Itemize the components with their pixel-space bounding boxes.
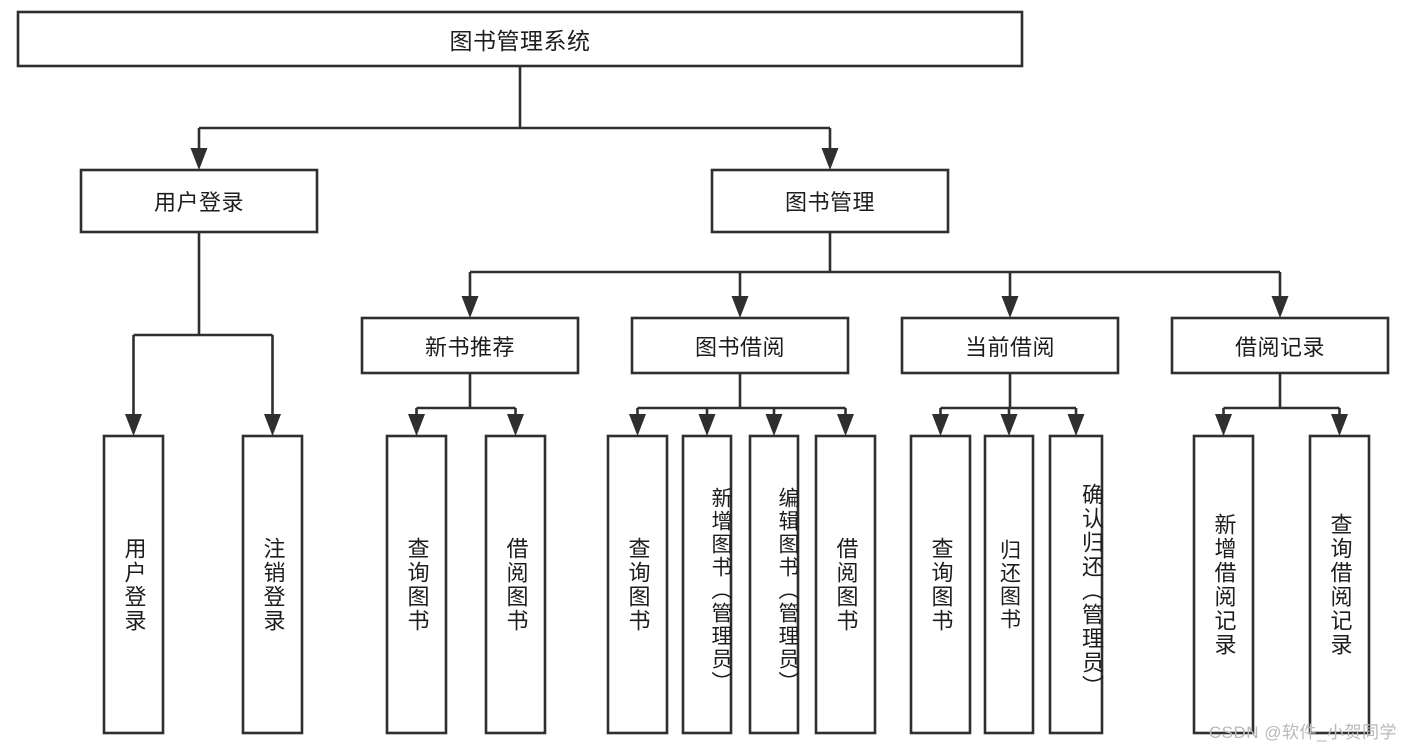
node-box-leaf-borrow-book-2[interactable] bbox=[814, 434, 877, 735]
node-box-leaf-confirm-return[interactable] bbox=[1048, 434, 1104, 735]
arrow-head-icon bbox=[1215, 414, 1232, 436]
node-box-root[interactable] bbox=[16, 10, 1024, 68]
arrow-head-icon bbox=[731, 296, 749, 318]
arrow-head-icon bbox=[932, 414, 949, 436]
arrow-head-icon bbox=[1000, 414, 1018, 436]
arrow-head-icon bbox=[461, 296, 479, 318]
arrow-head-icon bbox=[1271, 296, 1289, 318]
arrow-head-icon bbox=[1067, 414, 1085, 436]
node-box-leaf-add-book[interactable] bbox=[681, 434, 733, 735]
arrow-head-icon bbox=[507, 414, 524, 436]
node-box-borrow-record[interactable] bbox=[1170, 316, 1390, 375]
node-box-leaf-query-book-3[interactable] bbox=[909, 434, 972, 735]
arrow-head-icon bbox=[765, 414, 783, 436]
node-box-book-borrow[interactable] bbox=[630, 316, 850, 375]
connector-group bbox=[1215, 373, 1348, 436]
node-box-leaf-query-book-2[interactable] bbox=[606, 434, 669, 735]
node-box-current-borrow[interactable] bbox=[900, 316, 1120, 375]
connector-group bbox=[932, 373, 1085, 436]
arrow-head-icon bbox=[698, 414, 716, 436]
node-box-leaf-user-logout[interactable] bbox=[241, 434, 304, 735]
connector-group bbox=[461, 232, 1289, 318]
arrow-head-icon bbox=[264, 414, 281, 436]
connector-group bbox=[408, 373, 524, 436]
arrow-head-icon bbox=[190, 148, 208, 170]
arrow-head-icon bbox=[1331, 414, 1348, 436]
node-box-user-login[interactable] bbox=[79, 168, 319, 234]
node-box-leaf-edit-book[interactable] bbox=[748, 434, 800, 735]
node-box-leaf-borrow-book-1[interactable] bbox=[484, 434, 547, 735]
node-box-leaf-query-record[interactable] bbox=[1308, 434, 1371, 735]
arrow-head-icon bbox=[821, 148, 839, 170]
arrow-head-icon bbox=[837, 414, 854, 436]
connector-group bbox=[190, 66, 839, 170]
arrow-head-icon bbox=[1001, 296, 1019, 318]
node-box-leaf-add-record[interactable] bbox=[1192, 434, 1255, 735]
node-box-leaf-query-book-1[interactable] bbox=[385, 434, 448, 735]
arrow-head-icon bbox=[408, 414, 425, 436]
node-box-new-book-rec[interactable] bbox=[360, 316, 580, 375]
watermark-text: CSDN @软件_小贺同学 bbox=[1208, 723, 1397, 742]
arrow-head-icon bbox=[629, 414, 646, 436]
connector-group bbox=[629, 373, 854, 436]
node-box-leaf-user-login[interactable] bbox=[102, 434, 165, 735]
boxes-group bbox=[16, 10, 1390, 735]
node-box-book-manage[interactable] bbox=[710, 168, 950, 234]
node-box-leaf-return-book[interactable] bbox=[983, 434, 1035, 735]
connector-group bbox=[125, 232, 281, 436]
arrow-head-icon bbox=[125, 414, 142, 436]
edges-group bbox=[125, 66, 1348, 436]
